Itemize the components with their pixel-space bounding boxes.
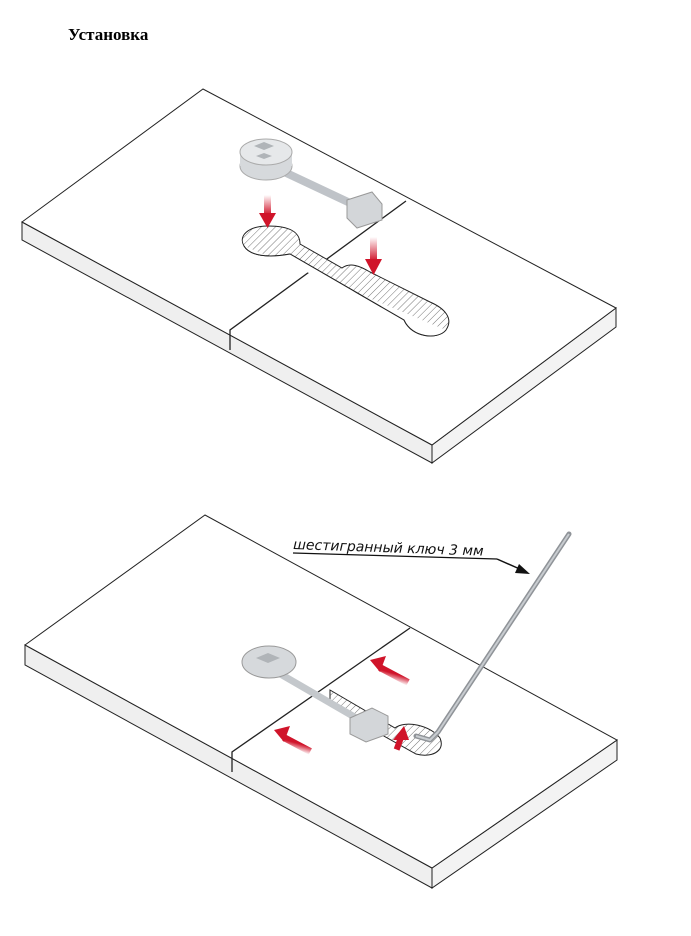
- figure-step-2: шестигранный ключ 3 мм: [24, 514, 618, 889]
- callout-leader-line: [292, 552, 498, 560]
- keyhole-slot: [241, 225, 450, 337]
- panel-seam: [231, 627, 411, 772]
- insert-arrow-2: [365, 237, 382, 275]
- figure-step-1: [21, 88, 617, 464]
- hex-key-callout: шестигранный ключ 3 мм: [293, 537, 530, 574]
- insert-arrow-1: [259, 195, 276, 228]
- connector-part: [239, 138, 383, 229]
- board-panel: [24, 514, 618, 889]
- panel-seam: [229, 200, 407, 350]
- hex-key: [413, 531, 572, 743]
- rotate-arrow: [393, 726, 409, 751]
- callout-arrowhead-icon: [515, 564, 530, 574]
- push-arrow-1: [370, 656, 410, 686]
- connector-part-installed: [241, 645, 389, 743]
- push-arrow-2: [274, 726, 312, 755]
- section-title: Установка: [68, 25, 149, 44]
